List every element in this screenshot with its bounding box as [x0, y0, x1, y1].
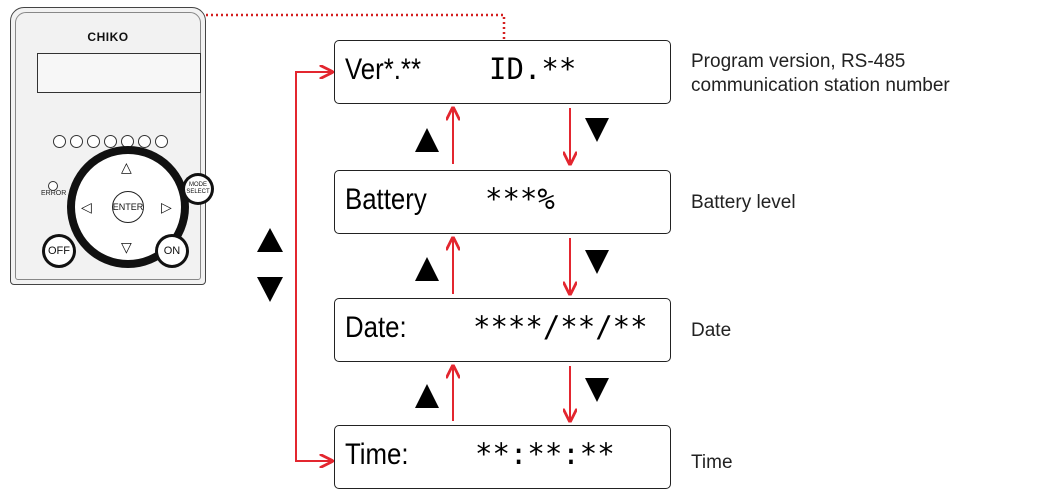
description-time: Time [691, 452, 733, 473]
screen-value: ****/**/** [473, 310, 648, 344]
description-version: Program version, RS-485 communication st… [691, 50, 950, 98]
up-triangle-icon [415, 128, 439, 152]
screen-label: Date: [345, 311, 407, 344]
screen-label: Ver*.** [345, 53, 422, 86]
screen-time: Time: **:**:** [334, 425, 671, 489]
on-button[interactable]: ON [155, 234, 189, 268]
screen-battery: Battery ***% [334, 170, 671, 234]
screen-value: ***% [485, 182, 555, 216]
enter-label: ENTER [112, 202, 144, 212]
led-indicator [138, 135, 151, 148]
device-bezel [15, 12, 201, 280]
description-date: Date [691, 320, 732, 341]
brand-logo: CHIKO [87, 30, 129, 44]
screen-label: Battery [345, 183, 427, 216]
screen-value: **:**:** [475, 437, 615, 471]
led-row [53, 135, 168, 148]
on-button-face: ON [158, 237, 186, 265]
led-indicator [155, 135, 168, 148]
off-button-face: OFF [45, 237, 73, 265]
led-indicator [53, 135, 66, 148]
error-label: ERROR [41, 190, 67, 197]
loop-connector [295, 71, 334, 462]
mode-select-button[interactable]: MODE SELECT [182, 173, 214, 205]
up-arrow-icon[interactable]: △ [121, 159, 132, 175]
down-triangle-icon [257, 277, 283, 302]
mode-label: MODE [189, 182, 207, 188]
description-battery: Battery level [691, 192, 796, 213]
up-triangle-icon [415, 257, 439, 281]
up-triangle-icon [257, 228, 283, 252]
screen-version: Ver*.** ID.** [334, 40, 671, 104]
controller-device: CHIKO ERROR △ ▽ ◁ ▷ ENTER MODE SE [10, 7, 214, 285]
up-triangle-icon [415, 384, 439, 408]
down-arrow-icon[interactable]: ▽ [121, 239, 132, 255]
device-lcd [37, 53, 201, 93]
down-triangle-icon [585, 118, 609, 142]
right-arrow-icon[interactable]: ▷ [161, 199, 172, 215]
down-triangle-icon [585, 250, 609, 274]
led-indicator [87, 135, 100, 148]
description-line: Program version, RS-485 [691, 51, 906, 72]
description-line: communication station number [691, 75, 950, 96]
enter-button[interactable]: ENTER [112, 191, 144, 223]
select-label: SELECT [186, 189, 210, 195]
mode-select-face: MODE SELECT [185, 176, 211, 202]
off-label: OFF [48, 245, 70, 257]
off-button[interactable]: OFF [42, 234, 76, 268]
error-led [48, 181, 58, 191]
screen-label: Time: [345, 438, 409, 471]
on-label: ON [163, 245, 181, 257]
led-indicator [104, 135, 117, 148]
screen-date: Date: ****/**/** [334, 298, 671, 362]
left-arrow-icon[interactable]: ◁ [81, 199, 92, 215]
led-indicator [70, 135, 83, 148]
screen-value: ID.** [489, 52, 577, 86]
down-triangle-icon [585, 378, 609, 402]
